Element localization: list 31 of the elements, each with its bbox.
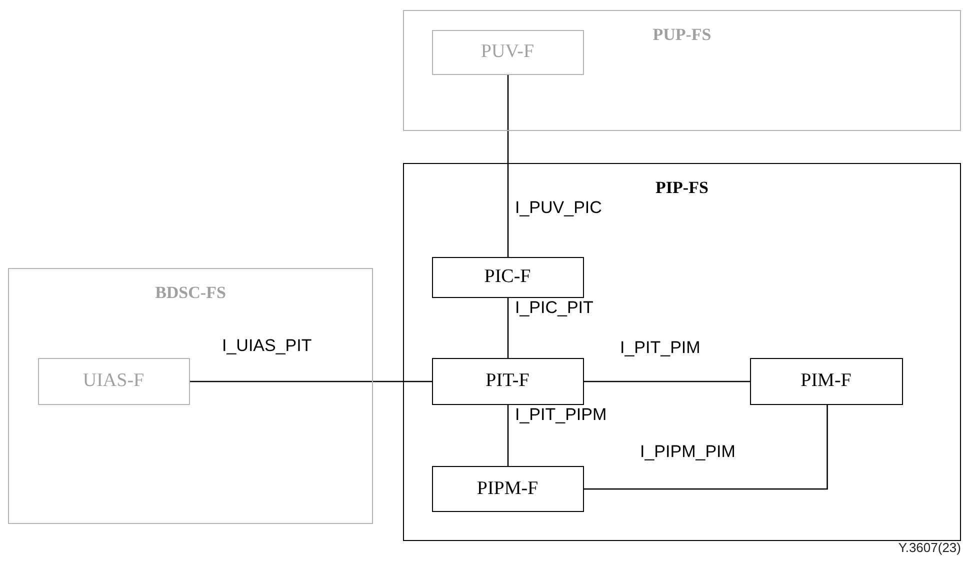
function-name: PIM-F — [800, 370, 852, 392]
edge-label: I_PUV_PIC — [515, 198, 602, 218]
function-box — [750, 358, 902, 404]
function-box — [432, 256, 584, 298]
function-box — [432, 466, 584, 512]
edge-label: I_PIC_PIT — [515, 298, 594, 318]
function-box — [432, 358, 584, 404]
edge-label: I_PIT_PIM — [620, 338, 700, 358]
function-name: PIC-F — [484, 266, 531, 288]
figure-number: Y.3607(23) — [898, 540, 961, 555]
group-frame — [403, 163, 961, 541]
connector-line — [584, 380, 750, 382]
edge-label: I_UIAS_PIT — [222, 336, 312, 356]
group-title: PUP-FS — [652, 25, 712, 45]
connector-line — [507, 75, 509, 257]
function-name: PIT-F — [486, 370, 530, 392]
function-box — [38, 358, 190, 404]
edge-label: I_PIT_PIPM — [515, 405, 607, 425]
connector-line — [190, 380, 432, 382]
group-frame — [8, 268, 373, 524]
connector-line — [584, 405, 828, 490]
function-box — [432, 30, 584, 74]
function-name: PIPM-F — [476, 478, 538, 500]
group-title: BDSC-FS — [155, 283, 226, 303]
connector-line — [507, 298, 509, 358]
edge-label: I_PIPM_PIM — [640, 442, 736, 462]
function-name: UIAS-F — [82, 370, 144, 392]
function-name: PUV-F — [480, 41, 534, 63]
connector-line — [507, 405, 509, 466]
group-frame — [403, 10, 961, 131]
group-title: PIP-FS — [656, 178, 708, 198]
